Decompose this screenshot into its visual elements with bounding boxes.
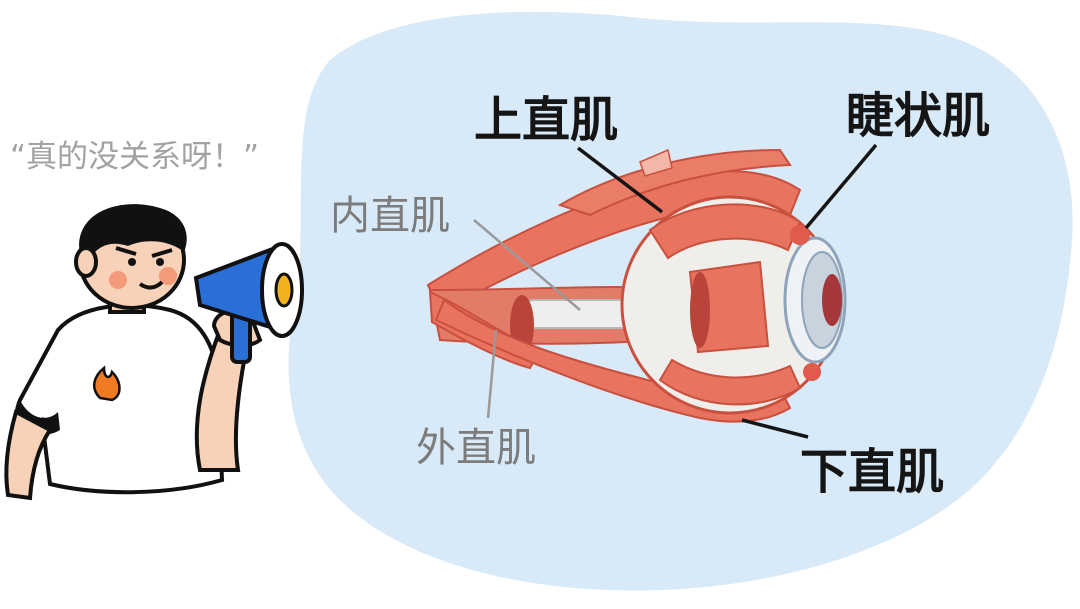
pupil [822,274,842,326]
ciliary-dot-top [790,225,810,245]
insertion-lower [658,358,802,406]
leader-lateral-rectus [486,329,498,419]
eye-right [156,258,164,266]
mouth [138,280,164,290]
superior-oblique-strip [557,148,792,217]
insertion-middle-cut [690,272,710,348]
leader-inferior-rectus [741,418,809,439]
eyebrow-left [115,246,137,256]
speech-quote: “真的没关系呀！” [10,139,260,175]
label-lateral-rectus: 外直肌 [416,425,536,471]
cheek-left [109,271,127,289]
leader-superior-rectus [576,146,664,214]
cartoon-man [4,204,304,501]
megaphone-icon [193,242,304,364]
leader-ciliary [804,143,878,230]
fire-icon [92,365,121,402]
label-superior-rectus: 上直肌 [474,92,619,148]
tendon-top [639,148,673,177]
label-medial-rectus: 内直肌 [330,193,450,239]
hair [79,204,187,262]
leader-medial-rectus [473,219,581,311]
label-inferior-rectus: 下直肌 [800,444,945,500]
left-arm [4,409,53,501]
label-ciliary-muscle: 睫状肌 [846,88,991,144]
eye-muscle-diagram [426,148,847,423]
eye-left [128,258,136,266]
ear [74,246,98,278]
cheek-right [159,267,177,285]
megaphone-inner [274,272,294,308]
ciliary-dot-bottom [803,363,821,381]
shirt [14,303,225,495]
eyebrow-right [151,248,173,258]
